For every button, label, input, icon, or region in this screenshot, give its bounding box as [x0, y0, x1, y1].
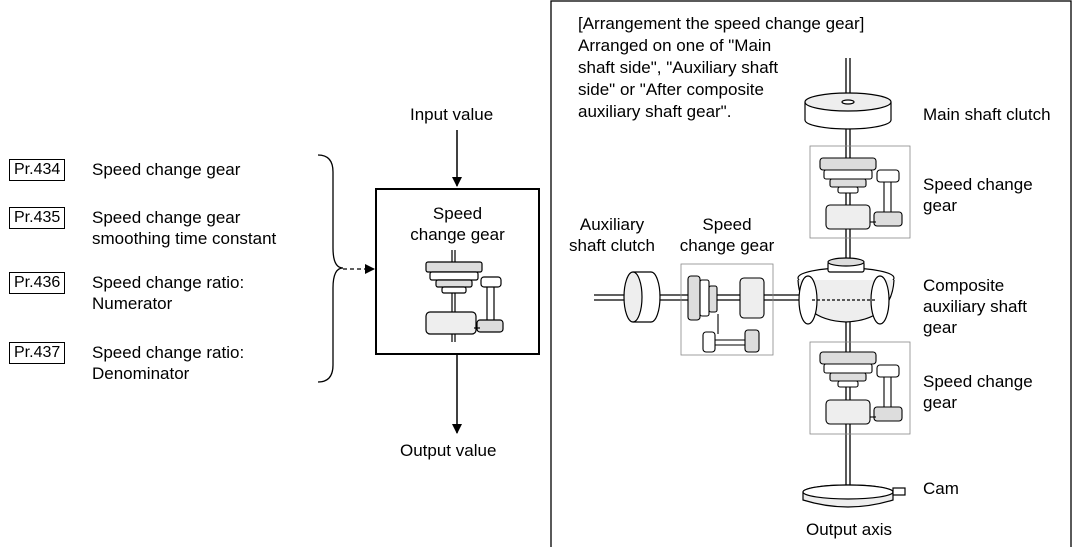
cam-label: Cam	[923, 478, 959, 499]
upper-speed-change-gear-label: Speed change gear	[923, 174, 1033, 216]
param-code-pr435: Pr.435	[9, 207, 65, 229]
lower-speed-change-gear-icon	[820, 352, 902, 424]
aux-shaft-clutch	[624, 272, 660, 322]
param-brace	[318, 155, 343, 382]
param-code-pr437: Pr.437	[9, 342, 65, 364]
input-value-label: Input value	[410, 104, 493, 125]
composite-gear-icon	[798, 258, 894, 324]
composite-gear-label: Composite auxiliary shaft gear	[923, 275, 1027, 338]
param-label-pr437: Speed change ratio: Denominator	[92, 342, 244, 384]
upper-speed-change-gear-icon	[820, 158, 902, 229]
param-code-pr434: Pr.434	[9, 159, 65, 181]
param-label-pr434: Speed change gear	[92, 159, 240, 180]
arrangement-note: [Arrangement the speed change gear] Arra…	[578, 13, 864, 123]
cam-icon	[803, 485, 905, 507]
main-shaft-clutch-label: Main shaft clutch	[923, 104, 1051, 125]
aux-speed-change-gear-label: Speed change gear	[674, 214, 780, 256]
param-label-pr435: Speed change gear smoothing time constan…	[92, 207, 276, 249]
lower-speed-change-gear-label: Speed change gear	[923, 371, 1033, 413]
aux-speed-change-gear-icon	[688, 276, 764, 352]
aux-shaft-clutch-label: Auxiliary shaft clutch	[564, 214, 660, 256]
output-axis-label: Output axis	[806, 519, 892, 540]
output-value-label: Output value	[400, 440, 496, 461]
param-label-pr436: Speed change ratio: Numerator	[92, 272, 244, 314]
param-code-pr436: Pr.436	[9, 272, 65, 294]
speed-change-gear-block-label: Speed change gear	[376, 203, 539, 245]
